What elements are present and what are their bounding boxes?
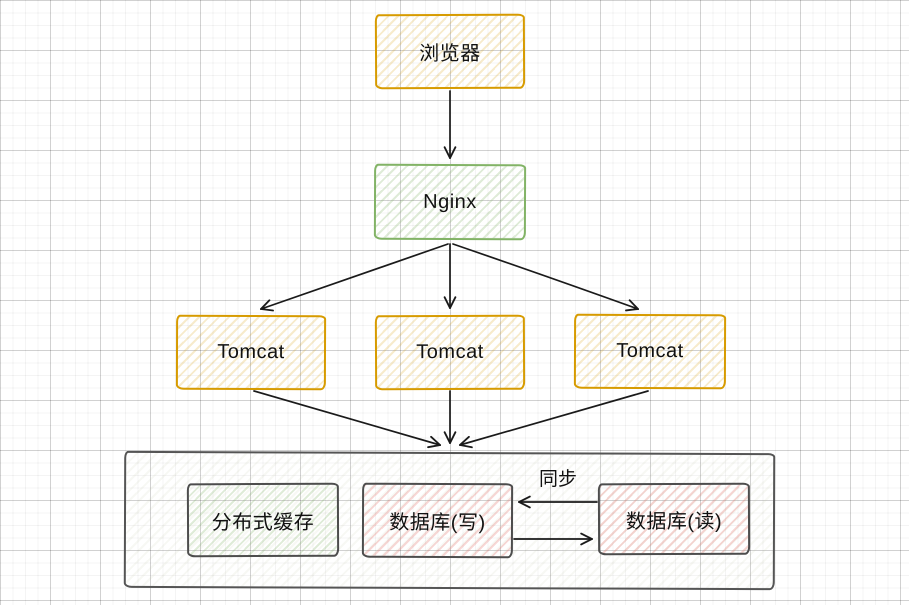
node-tomcat-middle: Tomcat (374, 314, 526, 391)
node-database-read: 数据库(读) (597, 482, 751, 556)
node-browser-label: 浏览器 (419, 42, 481, 66)
node-distributed-cache: 分布式缓存 (186, 482, 340, 558)
edge-nginx-tomcat-left (261, 243, 449, 309)
edge-tomcat-right-datatier (460, 390, 649, 445)
node-database-read-label: 数据库(读) (625, 510, 723, 533)
edge-nginx-tomcat-right (452, 243, 638, 309)
node-tomcat-right: Tomcat (573, 313, 727, 390)
node-distributed-cache-label: 分布式缓存 (211, 511, 315, 534)
node-tomcat-left-label: Tomcat (217, 340, 285, 364)
node-browser: 浏览器 (374, 13, 526, 90)
node-database-write: 数据库(写) (361, 482, 514, 559)
node-tomcat-right-label: Tomcat (616, 339, 684, 363)
node-nginx: Nginx (373, 163, 527, 241)
node-nginx-label: Nginx (423, 190, 477, 213)
edge-tomcat-left-datatier (253, 390, 440, 445)
edge-label-sync: 同步 (538, 469, 577, 490)
node-tomcat-middle-label: Tomcat (416, 340, 484, 364)
node-tomcat-left: Tomcat (175, 314, 327, 391)
node-database-write-label: 数据库(写) (389, 511, 486, 535)
